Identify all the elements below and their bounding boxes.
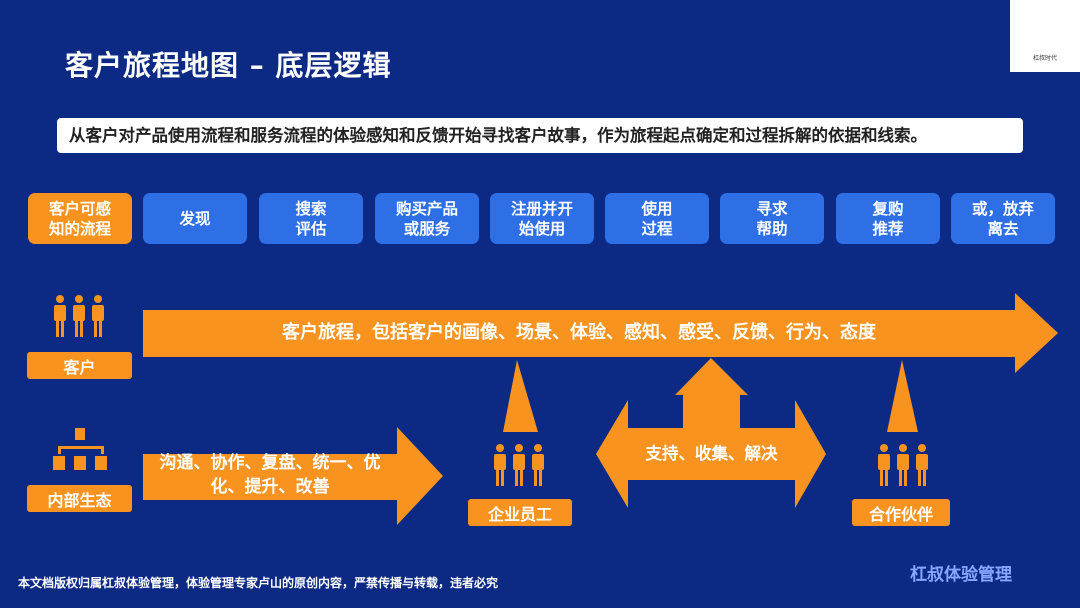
- employee-label: 企业员工: [468, 499, 572, 526]
- double-arrow: [596, 400, 826, 508]
- internal-arrow: [143, 427, 443, 525]
- logo: 杠叔时代: [1010, 0, 1080, 72]
- employee-triangle: [503, 360, 538, 432]
- step-register: 注册并开 始使用: [490, 193, 594, 244]
- customer-label: 客户: [27, 352, 132, 379]
- page-title: 客户旅程地图 – 底层逻辑: [65, 49, 392, 82]
- step-purchase: 购买产品 或服务: [375, 193, 479, 244]
- journey-arrow-text: 客户旅程，包括客户的画像、场景、体验、感知、感受、反馈、行为、态度: [282, 322, 876, 343]
- partner-triangle: [887, 360, 918, 432]
- customer-people-icon: [54, 295, 104, 337]
- step-perceivable-process: 客户可感 知的流程: [28, 193, 132, 244]
- partner-people-icon: [878, 444, 928, 486]
- step-search-evaluate: 搜索 评估: [259, 193, 363, 244]
- internal-label: 内部生态: [27, 485, 132, 512]
- step-repurchase: 复购 推荐: [836, 193, 940, 244]
- employee-people-icon: [494, 444, 544, 486]
- description-banner: 从客户对产品使用流程和服务流程的体验感知和反馈开始寻找客户故事，作为旅程起点确定…: [57, 118, 1023, 153]
- support-arrow-text: 支持、收集、解决: [645, 444, 778, 463]
- partner-label: 合作伙伴: [852, 499, 950, 526]
- internal-arrow-text: 沟通、协作、复盘、统一、优 化、提升、改善: [159, 453, 381, 497]
- brand-name: 杠叔体验管理: [910, 565, 1012, 585]
- copyright-footer: 本文档版权归属杠叔体验管理，体验管理专家卢山的原创内容，严禁传播与转载，违者必究: [18, 576, 499, 590]
- journey-arrow: [143, 293, 1058, 373]
- up-arrow: [675, 358, 748, 430]
- step-abandon: 或，放弃 离去: [951, 193, 1055, 244]
- org-chart-icon: [53, 428, 107, 470]
- step-discover: 发现: [143, 193, 247, 244]
- step-usage: 使用 过程: [605, 193, 709, 244]
- step-help: 寻求 帮助: [720, 193, 824, 244]
